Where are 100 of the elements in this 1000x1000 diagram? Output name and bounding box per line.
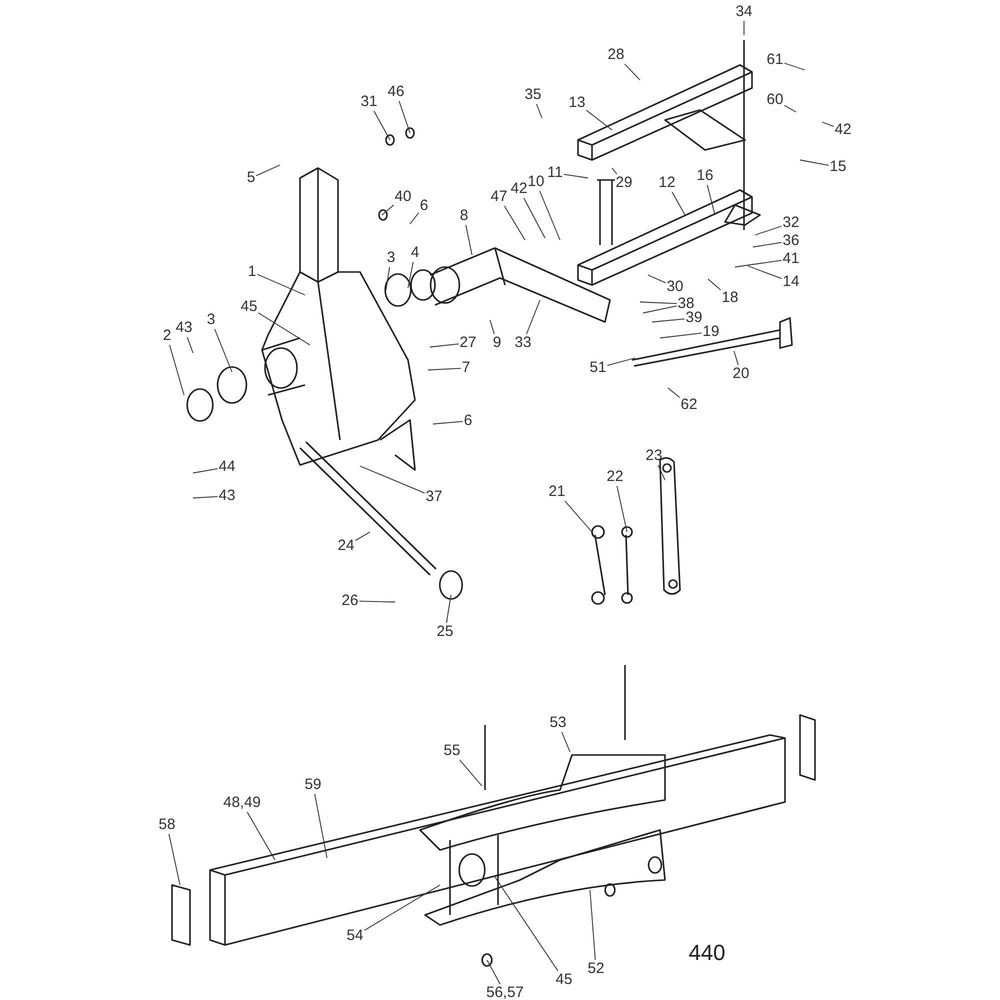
leader-line: [398, 100, 410, 134]
callout-number: 4: [410, 245, 420, 261]
callout-number: 14: [782, 274, 800, 290]
leader-line: [706, 184, 716, 216]
callout-number: 42: [510, 181, 528, 197]
callout-number: 25: [436, 624, 454, 640]
callout-number: 24: [338, 538, 354, 554]
drawing-number: 440: [688, 940, 726, 966]
leader-line: [256, 164, 280, 176]
leader-line: [616, 486, 628, 532]
callout-number: 32: [782, 215, 800, 231]
leader-line: [256, 274, 306, 296]
callout-number: 10: [528, 174, 544, 190]
callout-number: 9: [492, 335, 502, 351]
callout-number: 3: [386, 250, 396, 266]
callout-number: 26: [342, 593, 358, 609]
leader-line: [504, 206, 526, 240]
leader-line: [410, 212, 420, 224]
leader-line: [258, 312, 310, 346]
callout-number: 60: [766, 92, 784, 108]
leader-line: [382, 204, 394, 216]
leader-line: [748, 266, 782, 279]
leader-line: [526, 300, 540, 334]
callout-number: 36: [782, 233, 800, 249]
callout-number: 39: [686, 310, 702, 326]
callout-number: 3: [206, 312, 216, 328]
leader-line: [668, 388, 680, 398]
leader-line: [246, 812, 276, 860]
callout-number: 38: [678, 296, 694, 312]
callout-number: 23: [646, 448, 662, 464]
callout-number: 34: [736, 4, 752, 20]
leader-line: [430, 344, 460, 348]
leader-line: [459, 760, 482, 786]
leader-line: [624, 64, 640, 80]
callout-number: 62: [680, 397, 698, 413]
callout-number: 21: [548, 484, 566, 500]
callout-number: 2: [162, 328, 172, 344]
callout-number: 29: [616, 175, 632, 191]
leader-line: [386, 266, 390, 290]
callout-number: 55: [444, 743, 460, 759]
leader-line: [658, 464, 666, 480]
leader-line: [660, 332, 702, 338]
callout-number: 46: [388, 84, 404, 100]
callout-number: 13: [568, 95, 586, 111]
leader-line: [648, 274, 666, 284]
leader-line: [523, 198, 546, 238]
leader-line: [374, 110, 390, 140]
leader-line: [408, 262, 414, 288]
callout-number: 1: [248, 264, 256, 280]
leader-line: [428, 368, 462, 370]
callout-number: 48,49: [223, 795, 261, 811]
leader-line: [432, 421, 464, 424]
leader-line: [734, 350, 739, 366]
callout-number: 40: [394, 189, 412, 205]
leader-line: [490, 320, 495, 334]
callout-number: 37: [426, 489, 442, 505]
leader-line: [752, 242, 782, 248]
leader-line: [672, 192, 686, 216]
callout-number: 30: [666, 279, 684, 295]
callout-number: 6: [464, 413, 472, 429]
callout-number: 33: [514, 335, 532, 351]
leader-line: [360, 466, 426, 494]
leader-line: [640, 302, 678, 304]
callout-number: 12: [658, 175, 676, 191]
leader-line: [590, 890, 596, 960]
leader-line: [192, 496, 218, 498]
callout-number: 42: [834, 122, 852, 138]
leader-line: [800, 160, 830, 166]
callout-number: 20: [732, 366, 750, 382]
leader-line: [168, 834, 180, 886]
callout-number: 53: [550, 715, 566, 731]
callout-number: 28: [608, 47, 624, 63]
callout-number: 15: [830, 159, 846, 175]
leader-line: [494, 876, 558, 972]
leader-line: [169, 344, 184, 396]
leader-line: [536, 104, 542, 118]
callout-number: 61: [766, 52, 784, 68]
leader-line: [192, 468, 218, 474]
leader-line: [652, 318, 686, 322]
callout-number: 22: [606, 469, 624, 485]
callout-number: 52: [588, 961, 604, 977]
callout-number: 59: [304, 777, 322, 793]
leader-line: [784, 62, 806, 70]
callout-number: 18: [722, 290, 738, 306]
leader-line: [642, 306, 678, 314]
callout-number: 35: [524, 87, 542, 103]
callout-number: 43: [218, 488, 236, 504]
callout-number: 19: [702, 324, 720, 340]
callout-number: 7: [462, 360, 470, 376]
callout-number: 6: [420, 198, 428, 214]
leader-line: [754, 226, 782, 236]
callout-number: 44: [218, 459, 236, 475]
leader-line: [822, 122, 834, 127]
callout-number: 11: [547, 165, 563, 181]
callout-number: 5: [246, 170, 256, 186]
callout-number: 16: [696, 168, 714, 184]
leader-line: [734, 260, 782, 268]
leader-line: [561, 732, 570, 752]
callout-number: 31: [360, 94, 378, 110]
leader-line: [486, 960, 501, 984]
